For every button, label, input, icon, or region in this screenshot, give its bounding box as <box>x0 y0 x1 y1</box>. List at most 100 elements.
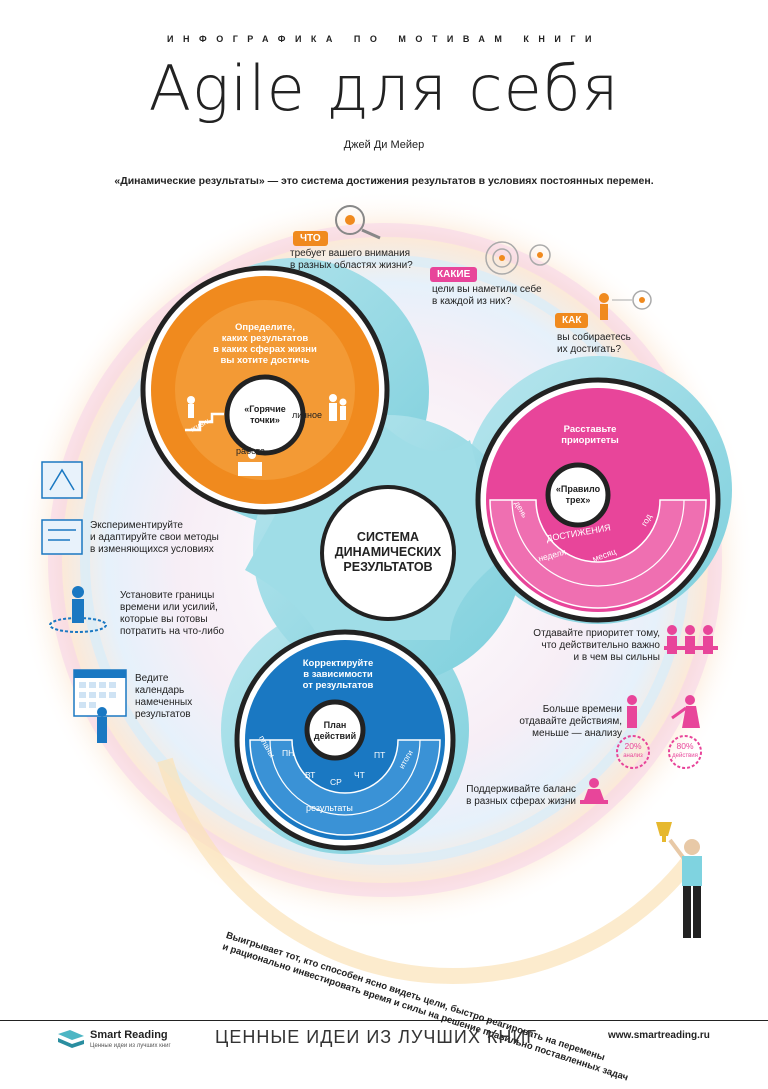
text-line: Корректируйте <box>302 658 374 669</box>
text-line: точки» <box>250 415 280 425</box>
text-line: 20% <box>624 741 642 751</box>
text-line: Установите границы <box>120 590 215 601</box>
text-line: действий <box>313 731 357 741</box>
text-line: календарь <box>135 685 185 696</box>
text-line: СИСТЕМА <box>356 530 420 544</box>
text-line: каких результатов <box>221 333 309 344</box>
label-mon: ПН <box>282 748 295 758</box>
text-line: «Правило <box>555 484 601 494</box>
question-what: ЧТО <box>293 228 328 246</box>
page-title: Agile для себя <box>148 52 620 125</box>
eye-magnifier-icon <box>335 205 381 240</box>
blue-hub-label: План действий <box>305 720 365 742</box>
text-line: в каждой из них? <box>432 296 512 307</box>
text-line: потратить на что-либо <box>120 626 225 637</box>
archer-icon <box>599 290 652 320</box>
question-how-text: вы собираетесь их достигать? <box>557 332 631 356</box>
orange-instruction: Определите, каких результатов в каких сф… <box>200 322 330 366</box>
question-which-text: цели вы наметили себе в каждой из них? <box>432 284 542 308</box>
center-label: СИСТЕМА ДИНАМИЧЕСКИХ РЕЗУЛЬТАТОВ <box>322 530 454 575</box>
supertitle: ИНФОГРАФИКА ПО МОТИВАМ КНИГИ <box>167 34 601 44</box>
text-line: трех» <box>565 495 591 505</box>
text-line: РЕЗУЛЬТАТОВ <box>343 560 433 574</box>
author: Джей Ди Мейер <box>343 139 425 151</box>
question-how: КАК <box>555 310 589 328</box>
action-analysis-icon <box>616 695 702 769</box>
text-line: План <box>323 720 347 730</box>
logo-name: Smart Reading <box>90 1029 168 1041</box>
blue-instruction: Корректируйте в зависимости от результат… <box>288 658 388 691</box>
winner-figure <box>656 822 702 938</box>
text-line: Поддерживайте баланс <box>466 784 576 795</box>
text-line: Определите, <box>235 322 295 333</box>
text-line: в зависимости <box>303 669 373 680</box>
text-line: в разных сферах жизни <box>466 796 576 807</box>
meditation-icon <box>580 778 608 804</box>
smart-reading-logo-icon <box>58 1030 84 1048</box>
text-line: что действительно важно <box>541 640 660 651</box>
tip-boundaries: Установите границы времени или усилий, к… <box>120 590 224 638</box>
center-circle <box>320 485 456 621</box>
calendar-icon <box>73 669 127 743</box>
label-results: результаты <box>306 803 353 813</box>
swirl-ring <box>48 223 722 897</box>
blueprint-icon <box>41 461 83 555</box>
orange-wheel <box>140 265 390 515</box>
text-line: и в чем вы сильны <box>573 652 661 663</box>
label-personal: личное <box>292 410 322 420</box>
label-fri: ПТ <box>374 750 386 760</box>
team-icon <box>664 625 718 654</box>
tip-balance: Поддерживайте баланс в разных сферах жиз… <box>448 784 576 808</box>
tip-action-time: Больше времени отдавайте действиям, мень… <box>510 704 622 740</box>
text-line: Расставьте <box>563 424 617 435</box>
text-line: времени или усилий, <box>120 602 218 613</box>
text-line: требует вашего внимания <box>290 248 411 259</box>
tip-experiment: Экспериментируйте и адаптируйте свои мет… <box>90 520 219 556</box>
swirl-arc <box>157 757 697 985</box>
text-line: от результатов <box>302 680 374 691</box>
logo-tagline: Ценные идеи из лучших книг <box>90 1043 171 1049</box>
footer-divider <box>0 1020 768 1021</box>
text-line: Отдавайте приоритет тому, <box>533 628 660 639</box>
blue-wheel <box>234 629 456 851</box>
tip-calendar: Ведите календарь намеченных результатов <box>135 673 192 721</box>
text-line: Больше времени <box>542 704 622 715</box>
text-line: анализ <box>623 753 643 759</box>
target-icon <box>485 241 551 275</box>
text-line: и адаптируйте свои методы <box>90 532 219 543</box>
tip-priority: Отдавайте приоритет тому, что действител… <box>530 628 660 664</box>
text-line: вы хотите достичь <box>220 355 310 366</box>
text-line: меньше — анализу <box>532 728 622 739</box>
subtitle: «Динамические результаты» — это система … <box>114 175 654 187</box>
text-line: ДИНАМИЧЕСКИХ <box>334 545 442 559</box>
text-line: «Горячие <box>244 404 286 414</box>
text-line: в каких сферах жизни <box>213 344 317 355</box>
text-line: приоритеты <box>561 435 619 446</box>
text-line: в изменяющихся условиях <box>90 544 214 555</box>
text-line: Экспериментируйте <box>90 520 183 531</box>
footer-url[interactable]: www.smartreading.ru <box>608 1030 710 1041</box>
question-what-text: требует вашего внимания в разных областя… <box>290 248 413 272</box>
text-line: результатов <box>135 709 191 720</box>
text-line: намеченных <box>135 697 193 708</box>
text-line: отдавайте действиям, <box>519 716 622 727</box>
text-line: действия <box>672 753 698 759</box>
text-line: в разных областях жизни? <box>290 260 413 271</box>
analysis-percent: 20% анализ <box>620 741 646 761</box>
badge-which: КАКИЕ <box>430 267 478 282</box>
pink-wheel <box>475 377 721 623</box>
orange-hub-label: «Горячие точки» <box>227 404 303 426</box>
question-which: КАКИЕ <box>430 264 478 282</box>
label-wed: СР <box>330 777 342 787</box>
badge-how: КАК <box>555 313 589 328</box>
text-line: 80% <box>676 741 694 751</box>
text-line: которые вы готовы <box>120 614 208 625</box>
text-line: вы собираетесь <box>557 332 631 343</box>
pink-hub-label: «Правило трех» <box>548 484 608 506</box>
pink-instruction: Расставьте приоритеты <box>540 424 640 446</box>
label-tue: ВТ <box>305 770 316 780</box>
label-work: работа <box>236 446 265 456</box>
footer-slogan: ЦЕННЫЕ ИДЕИ ИЗ ЛУЧШИХ КНИГ <box>215 1027 537 1047</box>
person-boundary-icon <box>49 586 107 633</box>
